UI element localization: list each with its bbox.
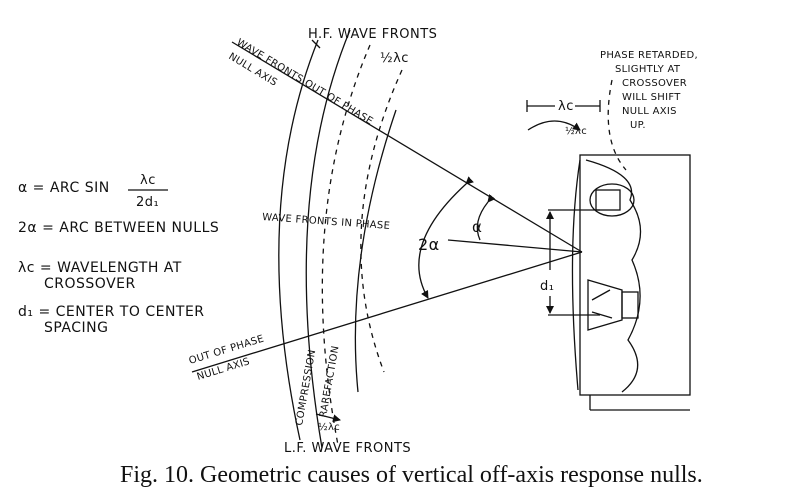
lower-null-axis-line [191,251,583,373]
label-d1: d₁ [540,279,554,294]
figure-caption: Fig. 10. Geometric causes of vertical of… [120,462,703,488]
alpha-arc [476,194,496,241]
legend-fraction-denominator: 2d₁ [136,195,159,210]
tweeter-driver [589,183,635,217]
lambda-curve-arrow [527,120,581,131]
label-phase-retarded-6: UP. [630,120,646,131]
lf-wave-front-1 [321,44,371,446]
legend-alpha-eq: α = ARC SIN [18,180,110,196]
speaker-cabinet [579,154,691,396]
lf-wave-front-2 [360,69,403,373]
woofer-cone [587,279,623,331]
label-phase-retarded-4: WILL SHIFT [622,92,681,103]
phase-retarded-curve [607,79,627,171]
hf-wave-front-2 [305,29,351,449]
two-alpha-arc [418,176,474,299]
label-phase-retarded-2: SLIGHTLY AT [615,64,681,75]
label-phase-retarded-1: PHASE RETARDED, [600,50,698,61]
legend-two-alpha-eq: 2α = ARC BETWEEN NULLS [18,220,219,236]
label-compression: COMPRESSION [294,349,318,427]
label-two-alpha: 2α [418,235,440,254]
legend-lambda-eq-1: λc = WAVELENGTH AT [18,260,182,276]
label-wave-fronts-out-of-phase: WAVE FRONTS OUT OF PHASE [234,37,374,127]
label-rarefaction: RAREFACTION [318,345,341,419]
label-half-lambda-bottom: ½λc [318,421,340,433]
label-alpha: α [472,218,482,236]
woofer-magnet [621,291,639,319]
baffle-cutaway [585,159,642,393]
label-phase-retarded-3: CROSSOVER [622,78,687,89]
label-lambda-c: λc [558,99,574,114]
center-axis-line [447,239,583,253]
woofer-detail-1 [591,289,611,301]
tweeter-magnet [595,189,621,211]
legend-lambda-eq-2: CROSSOVER [44,276,136,292]
label-half-lambda-right: ½λc [565,125,587,137]
legend-d1-eq-1: d₁ = CENTER TO CENTER [18,304,205,320]
upper-null-axis-line [231,41,583,253]
woofer-detail-2 [591,311,613,319]
legend-fraction-numerator: λc [140,173,156,188]
baffle-front [571,159,581,391]
label-wave-fronts-in-phase: WAVE FRONTS IN PHASE [262,212,391,232]
label-lf-wave-fronts: L.F. WAVE FRONTS [284,441,411,456]
label-half-lambda-top: ½λc [380,51,409,66]
label-hf-wave-fronts: H.F. WAVE FRONTS [308,27,437,42]
legend-d1-eq-2: SPACING [44,320,109,336]
bottom-lambda-arrow [315,413,341,423]
hf-wave-front-3 [354,109,397,393]
hf-wave-front-1 [278,39,319,441]
hf-label-leader [311,39,321,49]
label-phase-retarded-5: NULL AXIS [622,106,677,117]
